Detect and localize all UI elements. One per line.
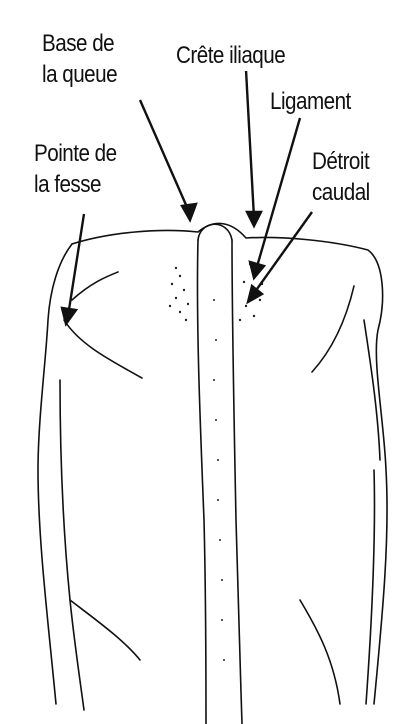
label-base-queue-line2: la queue — [42, 59, 117, 90]
label-detroit-caudal-line1: Détroit — [312, 146, 370, 177]
arrow-base-queue — [140, 100, 190, 214]
label-base-queue-line1: Base de — [42, 28, 117, 59]
label-ligament: Ligament — [270, 86, 351, 117]
label-pointe-fesse-line2: la fesse — [34, 169, 117, 200]
arrow-ligament — [256, 118, 300, 270]
label-base-queue: Base de la queue — [42, 28, 117, 90]
outer-contour — [72, 223, 387, 704]
right-lower-curve — [364, 320, 380, 460]
tail-top — [198, 224, 232, 240]
tail-left-edge — [197, 240, 206, 724]
label-crete-iliaque-line1: Crête iliaque — [176, 40, 285, 71]
left-pin-line — [64, 320, 142, 378]
left-inner-curve — [72, 272, 118, 300]
left-leg-line — [60, 380, 84, 710]
label-pointe-fesse-line1: Pointe de — [34, 138, 117, 169]
stipple-shading — [169, 263, 263, 661]
label-crete-iliaque: Crête iliaque — [176, 40, 285, 71]
label-detroit-caudal-line2: caudal — [312, 177, 370, 208]
left-leg-bulge — [70, 600, 140, 660]
label-detroit-caudal: Détroit caudal — [312, 146, 370, 208]
arrow-pointe-fesse — [68, 214, 84, 316]
right-leg-line — [366, 470, 375, 704]
right-pin-line — [312, 286, 354, 372]
label-ligament-line1: Ligament — [270, 86, 351, 117]
arrow-crete-iliaque — [246, 70, 254, 218]
tail-right-edge — [232, 240, 242, 724]
right-leg-inner — [300, 600, 340, 704]
label-pointe-fesse: Pointe de la fesse — [34, 138, 117, 200]
